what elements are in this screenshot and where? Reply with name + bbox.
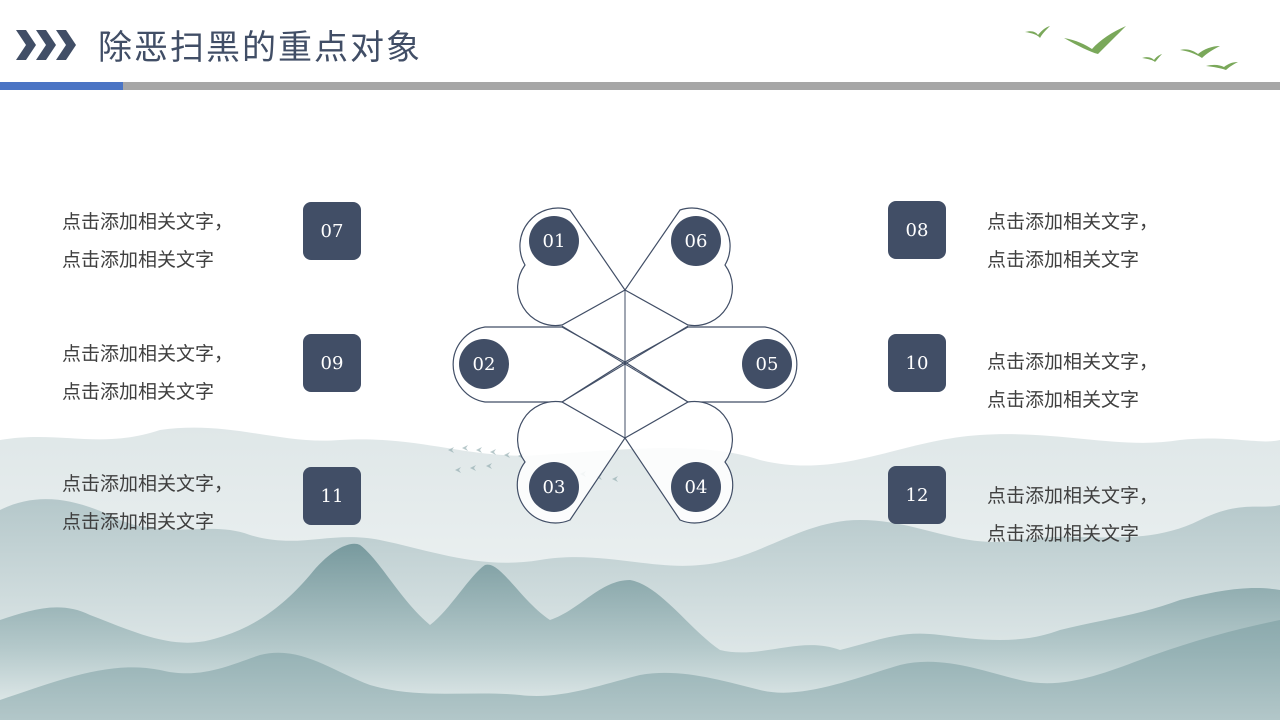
number-badge-12: 12	[888, 466, 946, 524]
right-item-text-08: 点击添加相关文字，点击添加相关文字	[987, 211, 1159, 271]
title-underline-divider	[123, 82, 1280, 90]
page-title: 除恶扫黑的重点对象	[98, 28, 422, 68]
flying-birds-icon	[1025, 26, 1238, 70]
left-item-text-11: 点击添加相关文字，点击添加相关文字	[62, 473, 234, 533]
left-item-text-07: 点击添加相关文字，点击添加相关文字	[62, 211, 234, 271]
diagram-node-03: 03	[529, 462, 579, 512]
diagram-node-01: 01	[529, 216, 579, 266]
number-badge-10: 10	[888, 334, 946, 392]
right-item-text-10: 点击添加相关文字，点击添加相关文字	[987, 351, 1159, 411]
diagram-node-04: 04	[671, 462, 721, 512]
number-badge-09: 09	[303, 334, 361, 392]
number-badge-07: 07	[303, 202, 361, 260]
diagram-node-05: 05	[742, 339, 792, 389]
title-underline-accent	[0, 82, 123, 90]
number-badge-11: 11	[303, 467, 361, 525]
diagram-node-06: 06	[671, 216, 721, 266]
right-item-text-12: 点击添加相关文字，点击添加相关文字	[987, 485, 1159, 545]
diagram-node-02: 02	[459, 339, 509, 389]
number-badge-08: 08	[888, 201, 946, 259]
triple-chevron-right-icon	[16, 30, 76, 60]
left-item-text-09: 点击添加相关文字，点击添加相关文字	[62, 343, 234, 403]
